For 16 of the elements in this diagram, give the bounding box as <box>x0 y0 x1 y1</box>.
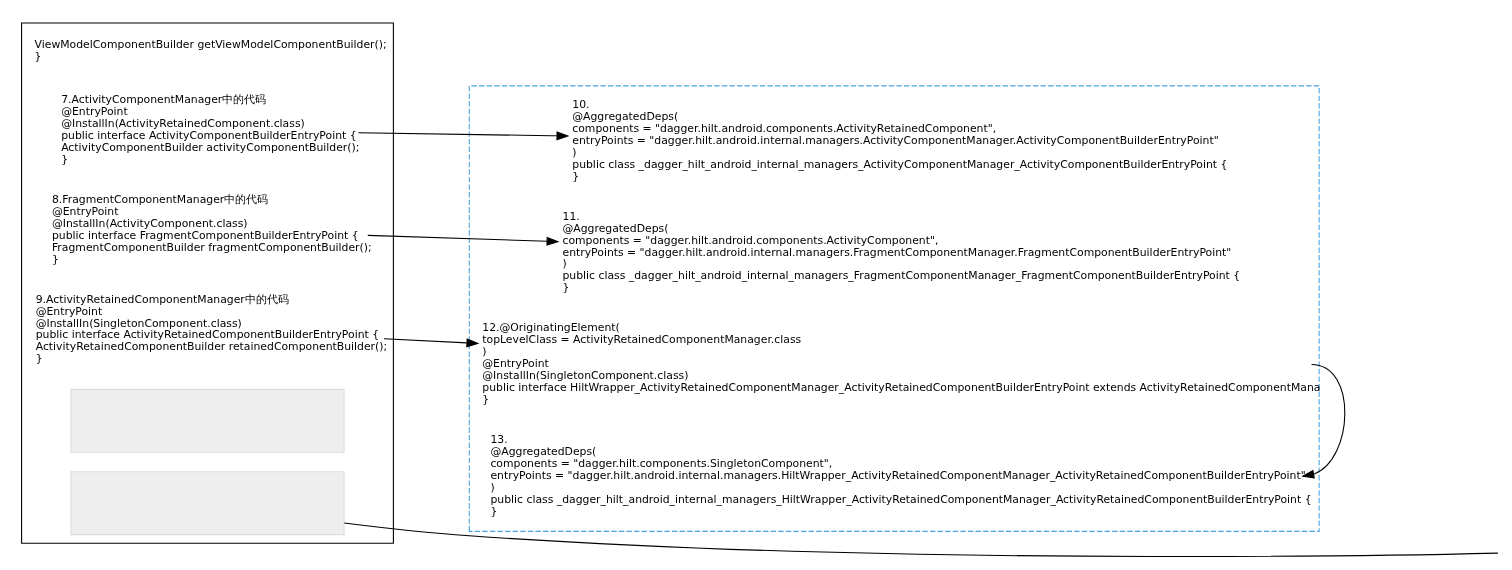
node-text: 12.@OriginatingElement( topLevelClass = ActivityRetainedComponentManager.class ) @EntryPoint @InstallIn(SingletonComponent.class) public interface HiltWrapper_ActivityRetainedComponentManager_ActivityRetainedComponentBuilderEntryPoint extends ActivityRetainedComponentMana } <box>482 320 1321 406</box>
connector <box>343 521 1499 557</box>
node-box <box>70 470 345 535</box>
node-text: 8.FragmentComponentManager中的代码 @EntryPoint @InstallIn(ActivityComponent.class) public interface FragmentComponentBuilderEntryPoint { FragmentComponentBuilder fragmentComponentBuilder(); } <box>51 192 372 266</box>
cluster <box>21 21 394 544</box>
arrow <box>383 337 480 347</box>
arrow <box>1301 363 1346 479</box>
node-text: 9.ActivityRetainedComponentManager中的代码 @EntryPoint @InstallIn(SingletonComponent.class) public interface ActivityRetainedComponentBuilderEntryPoint { ActivityRetainedComponentBuilder retainedComponentBuilder(); } <box>35 292 388 365</box>
node-text: ViewModelComponentBuilder getViewModelComponentBuilder(); } <box>34 37 387 63</box>
arrow <box>357 130 570 140</box>
arrow <box>367 234 560 246</box>
node-box <box>70 388 345 453</box>
node-text: 11. @AggregatedDeps( components = "dagger.hilt.android.components.ActivityComponent", entryPoints = "dagger.hilt.android.internal.managers.FragmentComponentManager.FragmentComponentBuilderEntryPoint" ) public class _dagger_hilt_android_internal_managers_FragmentComponentManager_FragmentComponentBuilderEntryPoint { } <box>562 209 1241 294</box>
node-text: 13. @AggregatedDeps( components = "dagger.hilt.components.SingletonComponent", entryPoints = "dagger.hilt.android.internal.managers.HiltWrapper_ActivityRetainedComponentManager_ActivityRetainedComponentBuilderEntryPoint" ) public class _dagger_hilt_android_internal_managers_HiltWrapper_ActivityRetainedComponentManager_ActivityRetainedComponentBuilderEntryPoint { } <box>490 432 1312 518</box>
node-text: 10. @AggregatedDeps( components = "dagger.hilt.android.components.ActivityRetainedComponent", entryPoints = "dagger.hilt.android.internal.managers.ActivityComponentManager.ActivityComponentBuilderEntryPoint" ) public class _dagger_hilt_android_internal_managers_ActivityComponentManager_ActivityComponentBuilderEntryPoint { } <box>572 97 1228 183</box>
node-text: 7.ActivityComponentManager中的代码 @EntryPoint @InstallIn(ActivityRetainedComponent.class) public interface ActivityComponentBuilderEntryPoint { ActivityComponentBuilder activityComponentBuilder(); } <box>61 92 360 166</box>
